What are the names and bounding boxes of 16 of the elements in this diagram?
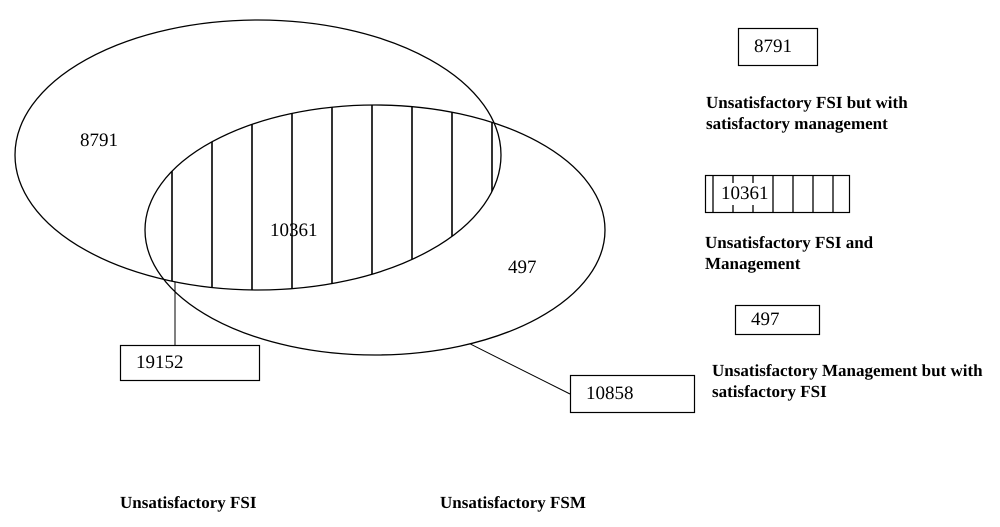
- caption: Unsatisfactory FSI but with satisfactory management: [706, 92, 909, 134]
- count-box: [738, 28, 818, 66]
- caption: Unsatisfactory FSI and Management: [705, 232, 874, 274]
- venn-ellipse: [15, 20, 501, 290]
- count-label: 497: [508, 257, 536, 279]
- venn-ellipse: [145, 105, 605, 355]
- leader-line: [470, 343, 570, 394]
- count-box: [120, 345, 260, 381]
- hatched-legend-box: [705, 175, 850, 213]
- count-box: [735, 305, 820, 335]
- leader-line: [174, 281, 176, 346]
- caption: Unsatisfactory Management but with satisfactory FSI: [712, 360, 984, 402]
- caption: Unsatisfactory FSM: [440, 492, 587, 513]
- caption: Unsatisfactory FSI: [120, 492, 258, 513]
- count-box: [570, 375, 695, 413]
- count-label: 8791: [80, 130, 118, 152]
